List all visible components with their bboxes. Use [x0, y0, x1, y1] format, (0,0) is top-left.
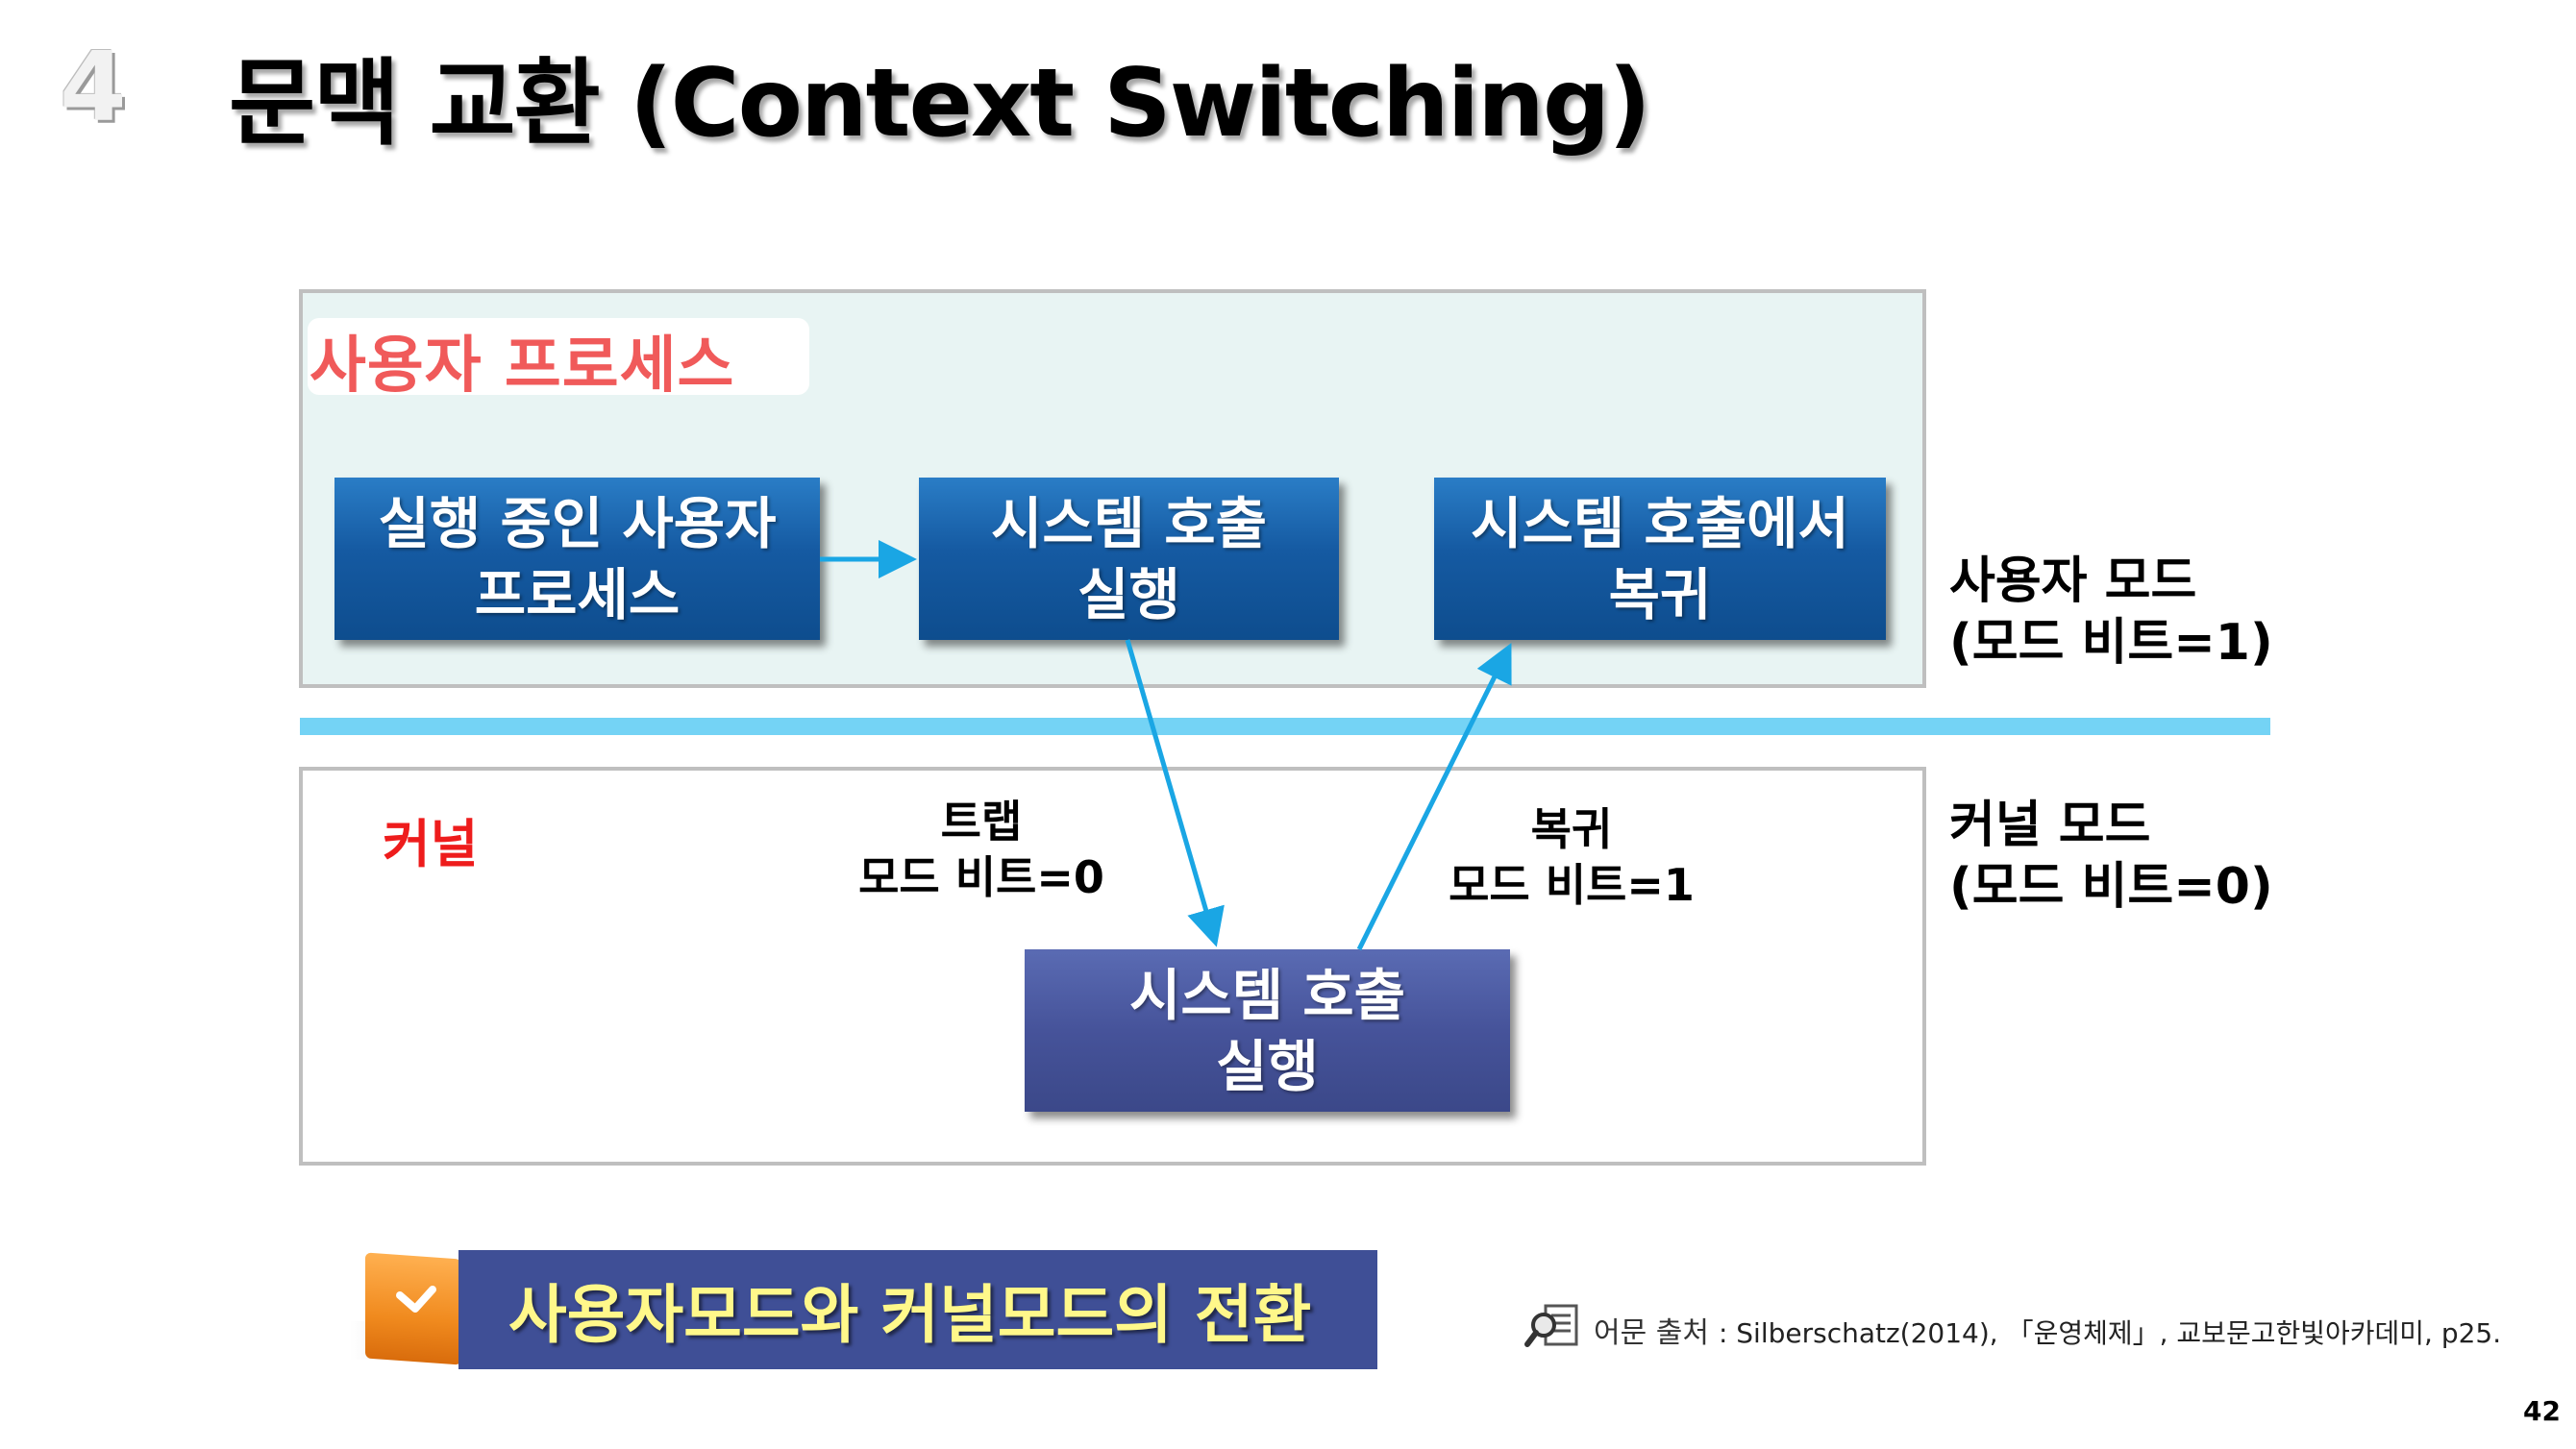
arrow-trap — [1125, 639, 1225, 947]
check-icon — [396, 1286, 436, 1313]
arrow-return — [1356, 643, 1512, 951]
caption-ribbon: 사용자모드와 커널모드의 전환 — [458, 1250, 1377, 1369]
running-process-box: 실행 중인 사용자 프로세스 — [334, 478, 820, 640]
mode-divider — [300, 718, 2270, 735]
slide-title: 문맥 교환 (Context Switching) — [229, 49, 1651, 159]
running-process-text: 실행 중인 사용자 프로세스 — [378, 490, 777, 627]
syscall-invoke-box: 시스템 호출 실행 — [919, 478, 1339, 640]
source-reference: : Silberschatz(2014), 「운영체제」, 교보문고한빛아카데미… — [1718, 1317, 2502, 1349]
kernel-mode-label: 커널 모드 (모드 비트=0) — [1949, 797, 2273, 916]
kernel-area-label: 커널 — [383, 814, 479, 874]
caption-text: 사용자모드와 커널모드의 전환 — [508, 1278, 1312, 1352]
magnifier-document-icon — [1524, 1304, 1578, 1347]
kernel-execute-box: 시스템 호출 실행 — [1025, 949, 1510, 1112]
user-area-label-background — [308, 318, 809, 395]
user-area-label: 사용자 프로세스 — [310, 331, 735, 402]
syscall-return-box: 시스템 호출에서 복귀 — [1434, 478, 1886, 640]
source-label: 어문 출처 — [1594, 1316, 1709, 1350]
syscall-invoke-text: 시스템 호출 실행 — [991, 490, 1267, 627]
return-label: 복귀 모드 비트=1 — [1449, 803, 1695, 911]
kernel-execute-text: 시스템 호출 실행 — [1129, 962, 1405, 1099]
slide-number: 4 — [60, 31, 127, 143]
page-number: 42 — [2523, 1395, 2561, 1427]
trap-label: 트랩 모드 비트=0 — [858, 796, 1104, 903]
syscall-return-text: 시스템 호출에서 복귀 — [1471, 490, 1849, 627]
user-mode-label: 사용자 모드 (모드 비트=1) — [1949, 553, 2273, 672]
source-citation: 어문 출처 : Silberschatz(2014), 「운영체제」, 교보문고한… — [1594, 1309, 2501, 1351]
